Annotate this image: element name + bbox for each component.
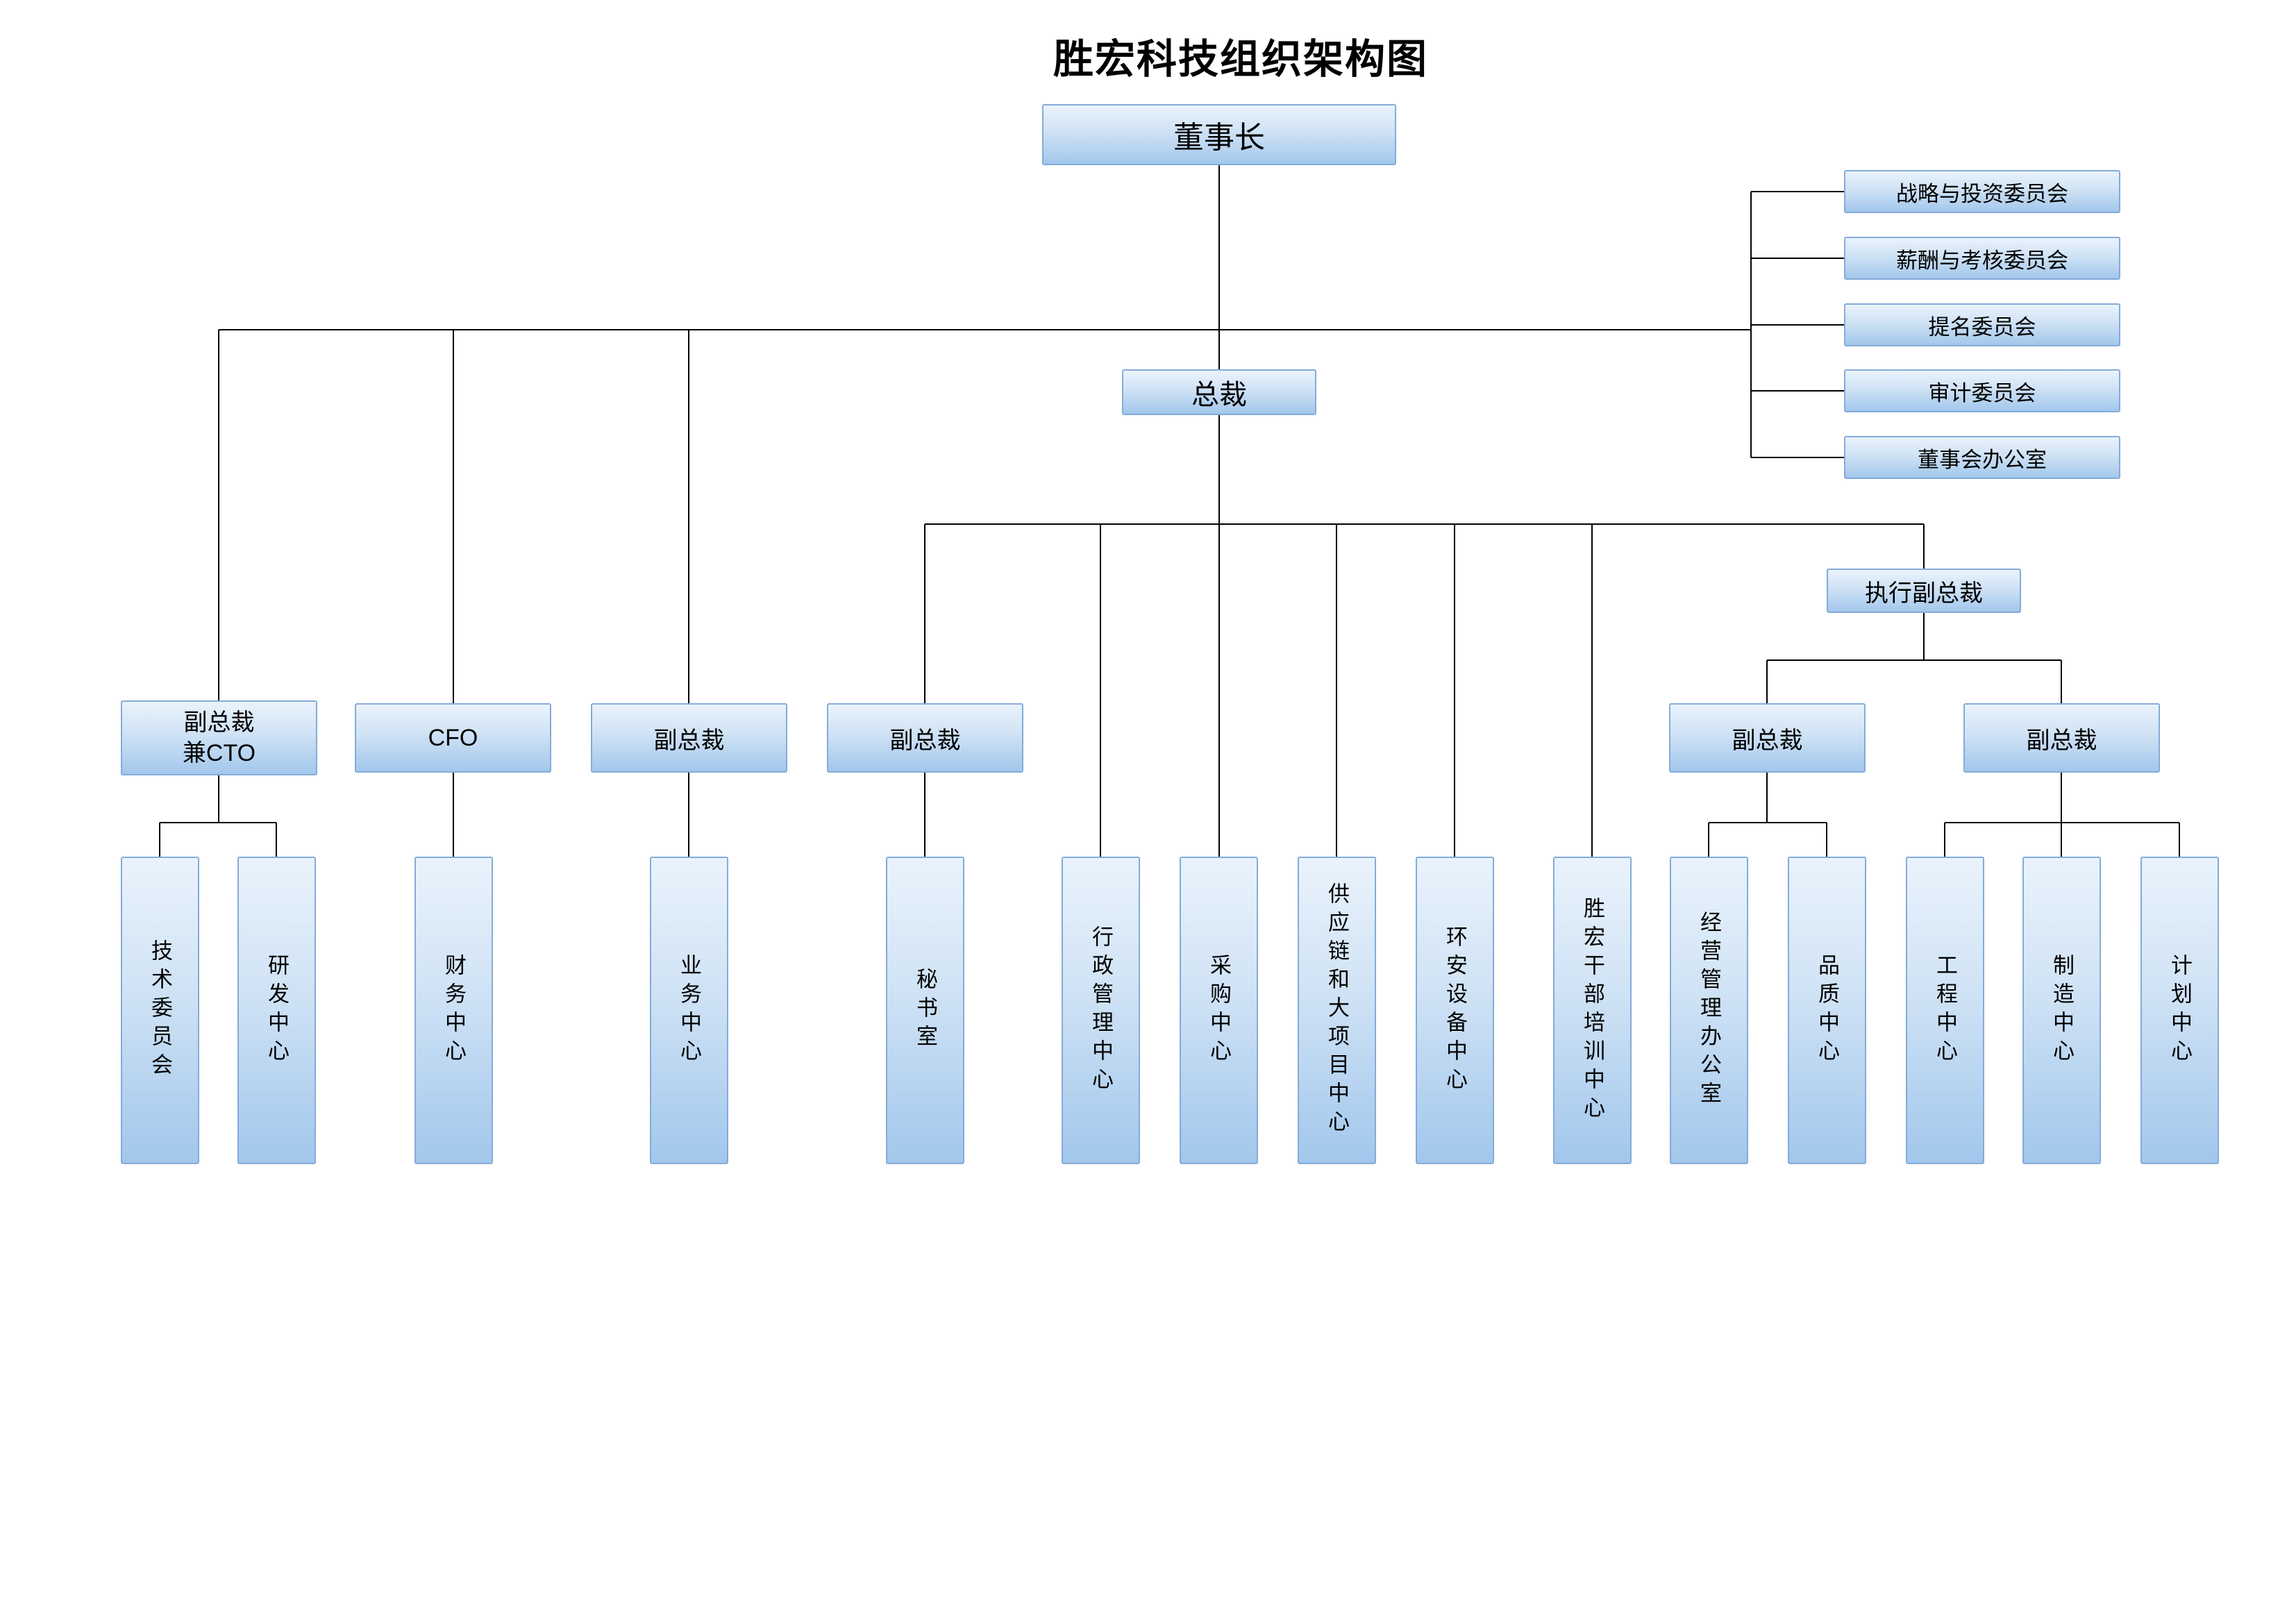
node-finance-center: 财务中心 bbox=[414, 857, 493, 1164]
node-engineering-center: 工程中心 bbox=[1906, 857, 1984, 1164]
node-vp-business: 副总裁 bbox=[591, 703, 787, 773]
node-vp-manufacturing: 副总裁 bbox=[1963, 703, 2160, 773]
node-cfo: CFO bbox=[355, 703, 551, 773]
node-rd-center-label: 研发中心 bbox=[265, 953, 289, 1068]
node-ehs-center-label: 环安设备中心 bbox=[1443, 925, 1467, 1096]
node-manufacturing-center-label: 制造中心 bbox=[2050, 953, 2074, 1068]
chart-title: 胜宏科技组织架构图 bbox=[1053, 37, 1428, 82]
node-ehs-center: 环安设备中心 bbox=[1416, 857, 1494, 1164]
node-training-center: 胜宏干部培训中心 bbox=[1553, 857, 1632, 1164]
node-board-office: 董事会办公室 bbox=[1844, 436, 2120, 479]
node-secretary-office: 秘书室 bbox=[886, 857, 964, 1164]
node-evp: 执行副总裁 bbox=[1827, 569, 2021, 613]
node-planning-center-label: 计划中心 bbox=[2168, 953, 2192, 1068]
node-engineering-center-label: 工程中心 bbox=[1933, 953, 1957, 1068]
node-operation-office: 经营管理办公室 bbox=[1670, 857, 1748, 1164]
node-planning-center: 计划中心 bbox=[2140, 857, 2219, 1164]
node-chairman: 董事长 bbox=[1042, 104, 1396, 165]
node-secretary-office-label: 秘书室 bbox=[913, 968, 937, 1053]
node-vp-cto: 副总裁 兼CTO bbox=[121, 700, 317, 775]
node-president: 总裁 bbox=[1122, 369, 1316, 415]
node-compensation-committee: 薪酬与考核委员会 bbox=[1844, 237, 2120, 280]
node-nomination-committee: 提名委员会 bbox=[1844, 303, 2120, 346]
node-manufacturing-center: 制造中心 bbox=[2022, 857, 2101, 1164]
node-finance-center-label: 财务中心 bbox=[442, 953, 466, 1068]
node-admin-center: 行政管理中心 bbox=[1062, 857, 1140, 1164]
node-procurement-center: 采购中心 bbox=[1180, 857, 1258, 1164]
node-tech-committee: 技术委员会 bbox=[121, 857, 199, 1164]
node-procurement-center-label: 采购中心 bbox=[1207, 953, 1231, 1068]
node-business-center-label: 业务中心 bbox=[677, 953, 701, 1068]
node-training-center-label: 胜宏干部培训中心 bbox=[1580, 896, 1604, 1125]
node-rd-center: 研发中心 bbox=[237, 857, 316, 1164]
node-supply-chain-center-label: 供应链和大项目中心 bbox=[1325, 882, 1349, 1138]
node-quality-center: 品质中心 bbox=[1788, 857, 1866, 1164]
node-quality-center-label: 品质中心 bbox=[1815, 953, 1839, 1068]
node-supply-chain-center: 供应链和大项目中心 bbox=[1298, 857, 1376, 1164]
node-operation-office-label: 经营管理办公室 bbox=[1697, 911, 1721, 1110]
node-admin-center-label: 行政管理中心 bbox=[1089, 925, 1113, 1096]
node-vp-operations: 副总裁 bbox=[1669, 703, 1866, 773]
node-strategy-committee: 战略与投资委员会 bbox=[1844, 170, 2120, 213]
node-vp-secretary: 副总裁 bbox=[827, 703, 1023, 773]
node-audit-committee: 审计委员会 bbox=[1844, 369, 2120, 412]
node-business-center: 业务中心 bbox=[650, 857, 728, 1164]
node-tech-committee-label: 技术委员会 bbox=[148, 939, 172, 1082]
